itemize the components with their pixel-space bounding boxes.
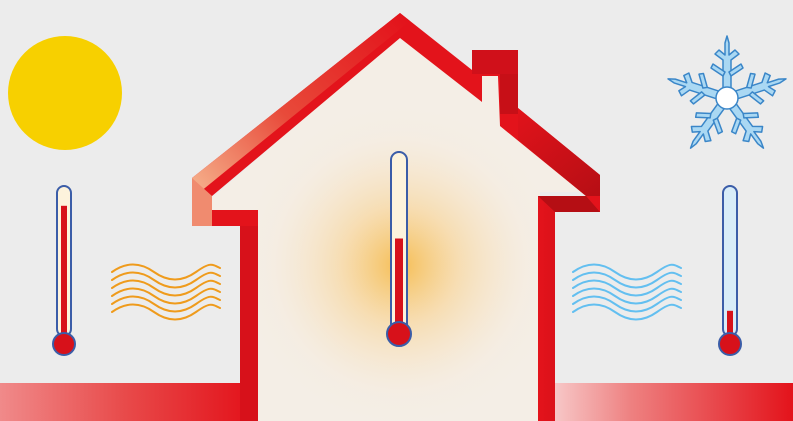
thermometer-outdoor-warm [53,186,75,355]
thermometer-indoor [387,152,411,346]
ground-right [548,383,793,421]
ground-left [0,383,252,421]
sun-icon [8,36,122,150]
thermometer-outdoor-cold [719,186,741,355]
